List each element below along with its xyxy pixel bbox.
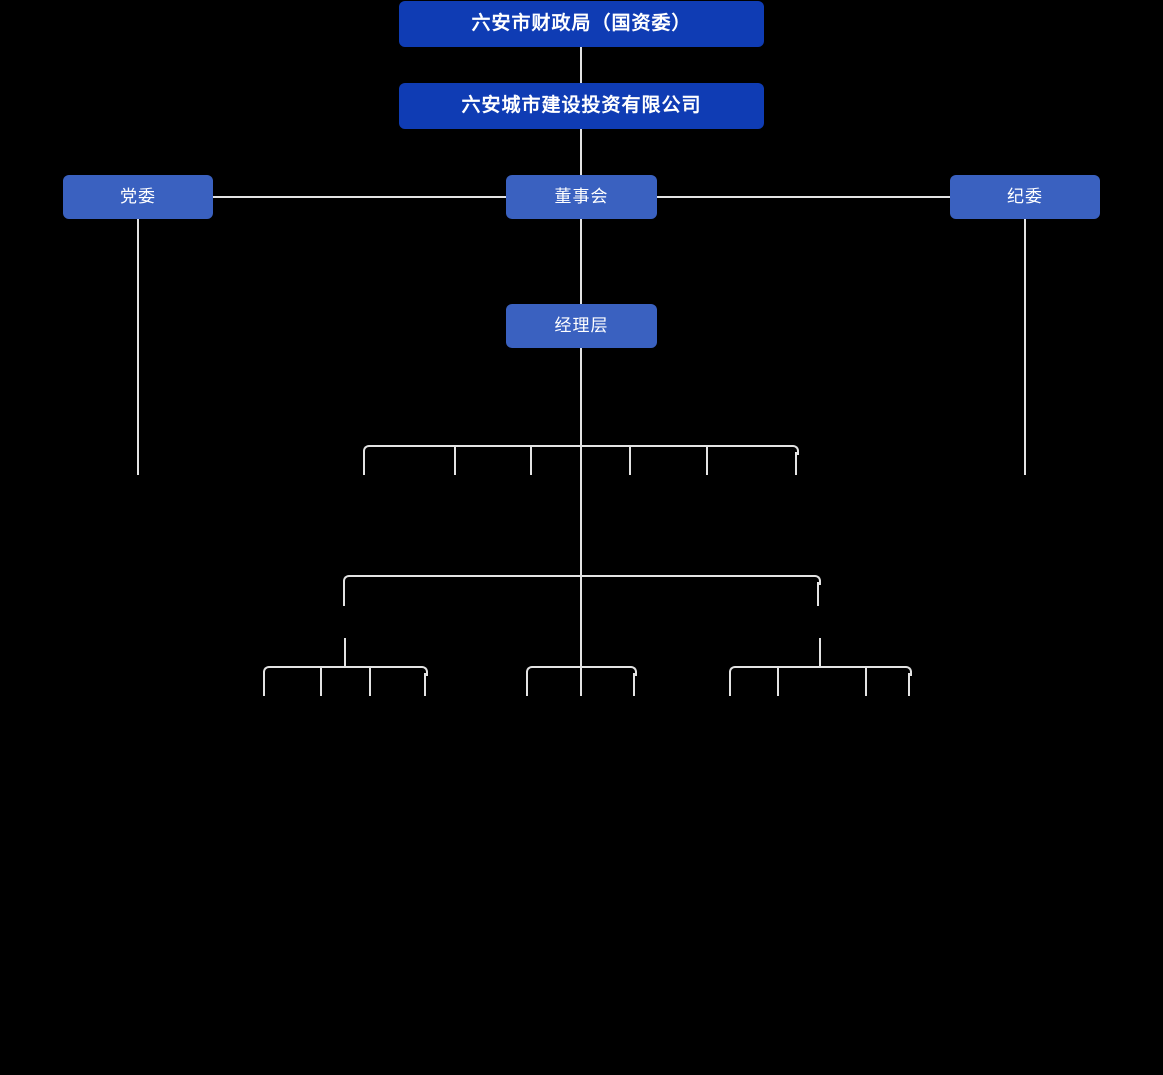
connector-left-group-stem bbox=[344, 638, 346, 668]
connector-subsidiaries-bus-left-cap bbox=[343, 575, 353, 585]
node-supervisor[interactable]: 六安市财政局（国资委） bbox=[399, 1, 764, 47]
connector-subsidiary-stub-center bbox=[580, 575, 582, 606]
connector-right-group-bus-left-cap bbox=[729, 666, 739, 676]
connector-middle-group-leaf-1 bbox=[526, 673, 528, 696]
connector-board-to-management bbox=[580, 219, 582, 305]
connector-left-group-leaf-4 bbox=[424, 673, 426, 696]
connector-board-to-discipline bbox=[656, 196, 951, 198]
connector-middle-group-bus-left-cap bbox=[526, 666, 536, 676]
connector-departments-bus-left-cap bbox=[363, 445, 373, 455]
connector-subsidiaries-bus-right-cap bbox=[811, 575, 821, 585]
connector-right-group-leaf-2 bbox=[777, 666, 779, 696]
connector-right-group-leaf-4 bbox=[908, 673, 910, 696]
connector-left-group-bus-right-cap bbox=[418, 666, 428, 676]
connector-discipline-committee-drop bbox=[1024, 219, 1026, 475]
connector-party-to-board bbox=[213, 196, 507, 198]
connector-supervisor-to-company bbox=[580, 47, 582, 83]
connector-department-stub-5 bbox=[629, 445, 631, 475]
node-management-layer-label: 经理层 bbox=[554, 315, 609, 335]
connector-party-committee-drop bbox=[137, 219, 139, 475]
connector-department-stub-6 bbox=[706, 445, 708, 475]
connector-main-trunk bbox=[580, 348, 582, 696]
connector-department-stub-4 bbox=[580, 445, 582, 475]
connector-left-group-leaf-3 bbox=[369, 666, 371, 696]
node-company-label: 六安城市建设投资有限公司 bbox=[461, 94, 702, 116]
node-discipline-committee[interactable]: 纪委 bbox=[950, 175, 1100, 219]
node-discipline-committee-label: 纪委 bbox=[1007, 186, 1043, 206]
connector-left-group-bus bbox=[270, 666, 420, 668]
connector-subsidiary-stub-left bbox=[343, 582, 345, 606]
node-supervisor-label: 六安市财政局（国资委） bbox=[471, 12, 692, 34]
connector-left-group-bus-left-cap bbox=[263, 666, 273, 676]
connector-subsidiary-stub-right bbox=[817, 582, 819, 606]
connector-right-group-bus bbox=[736, 666, 904, 668]
node-board-of-directors[interactable]: 董事会 bbox=[506, 175, 657, 219]
connector-right-group-bus-right-cap bbox=[902, 666, 912, 676]
connector-department-stub-1 bbox=[363, 452, 365, 475]
connector-middle-group-leaf-3 bbox=[633, 673, 635, 696]
connector-right-group-stem bbox=[819, 638, 821, 668]
connector-department-stub-3 bbox=[530, 445, 532, 475]
node-management-layer[interactable]: 经理层 bbox=[506, 304, 657, 348]
connector-department-stub-7 bbox=[795, 452, 797, 475]
connector-left-group-leaf-1 bbox=[263, 673, 265, 696]
connector-middle-group-leaf-2 bbox=[580, 666, 582, 696]
connector-left-group-leaf-2 bbox=[320, 666, 322, 696]
node-party-committee-label: 党委 bbox=[120, 186, 156, 206]
connector-right-group-leaf-3 bbox=[865, 666, 867, 696]
connector-department-stub-2 bbox=[454, 445, 456, 475]
connector-right-group-leaf-1 bbox=[729, 673, 731, 696]
connector-departments-bus-right-cap bbox=[789, 445, 799, 455]
node-board-of-directors-label: 董事会 bbox=[554, 186, 609, 206]
connector-middle-group-bus-right-cap bbox=[627, 666, 637, 676]
node-company[interactable]: 六安城市建设投资有限公司 bbox=[399, 83, 764, 129]
connector-company-to-board bbox=[580, 129, 582, 176]
node-party-committee[interactable]: 党委 bbox=[63, 175, 213, 219]
